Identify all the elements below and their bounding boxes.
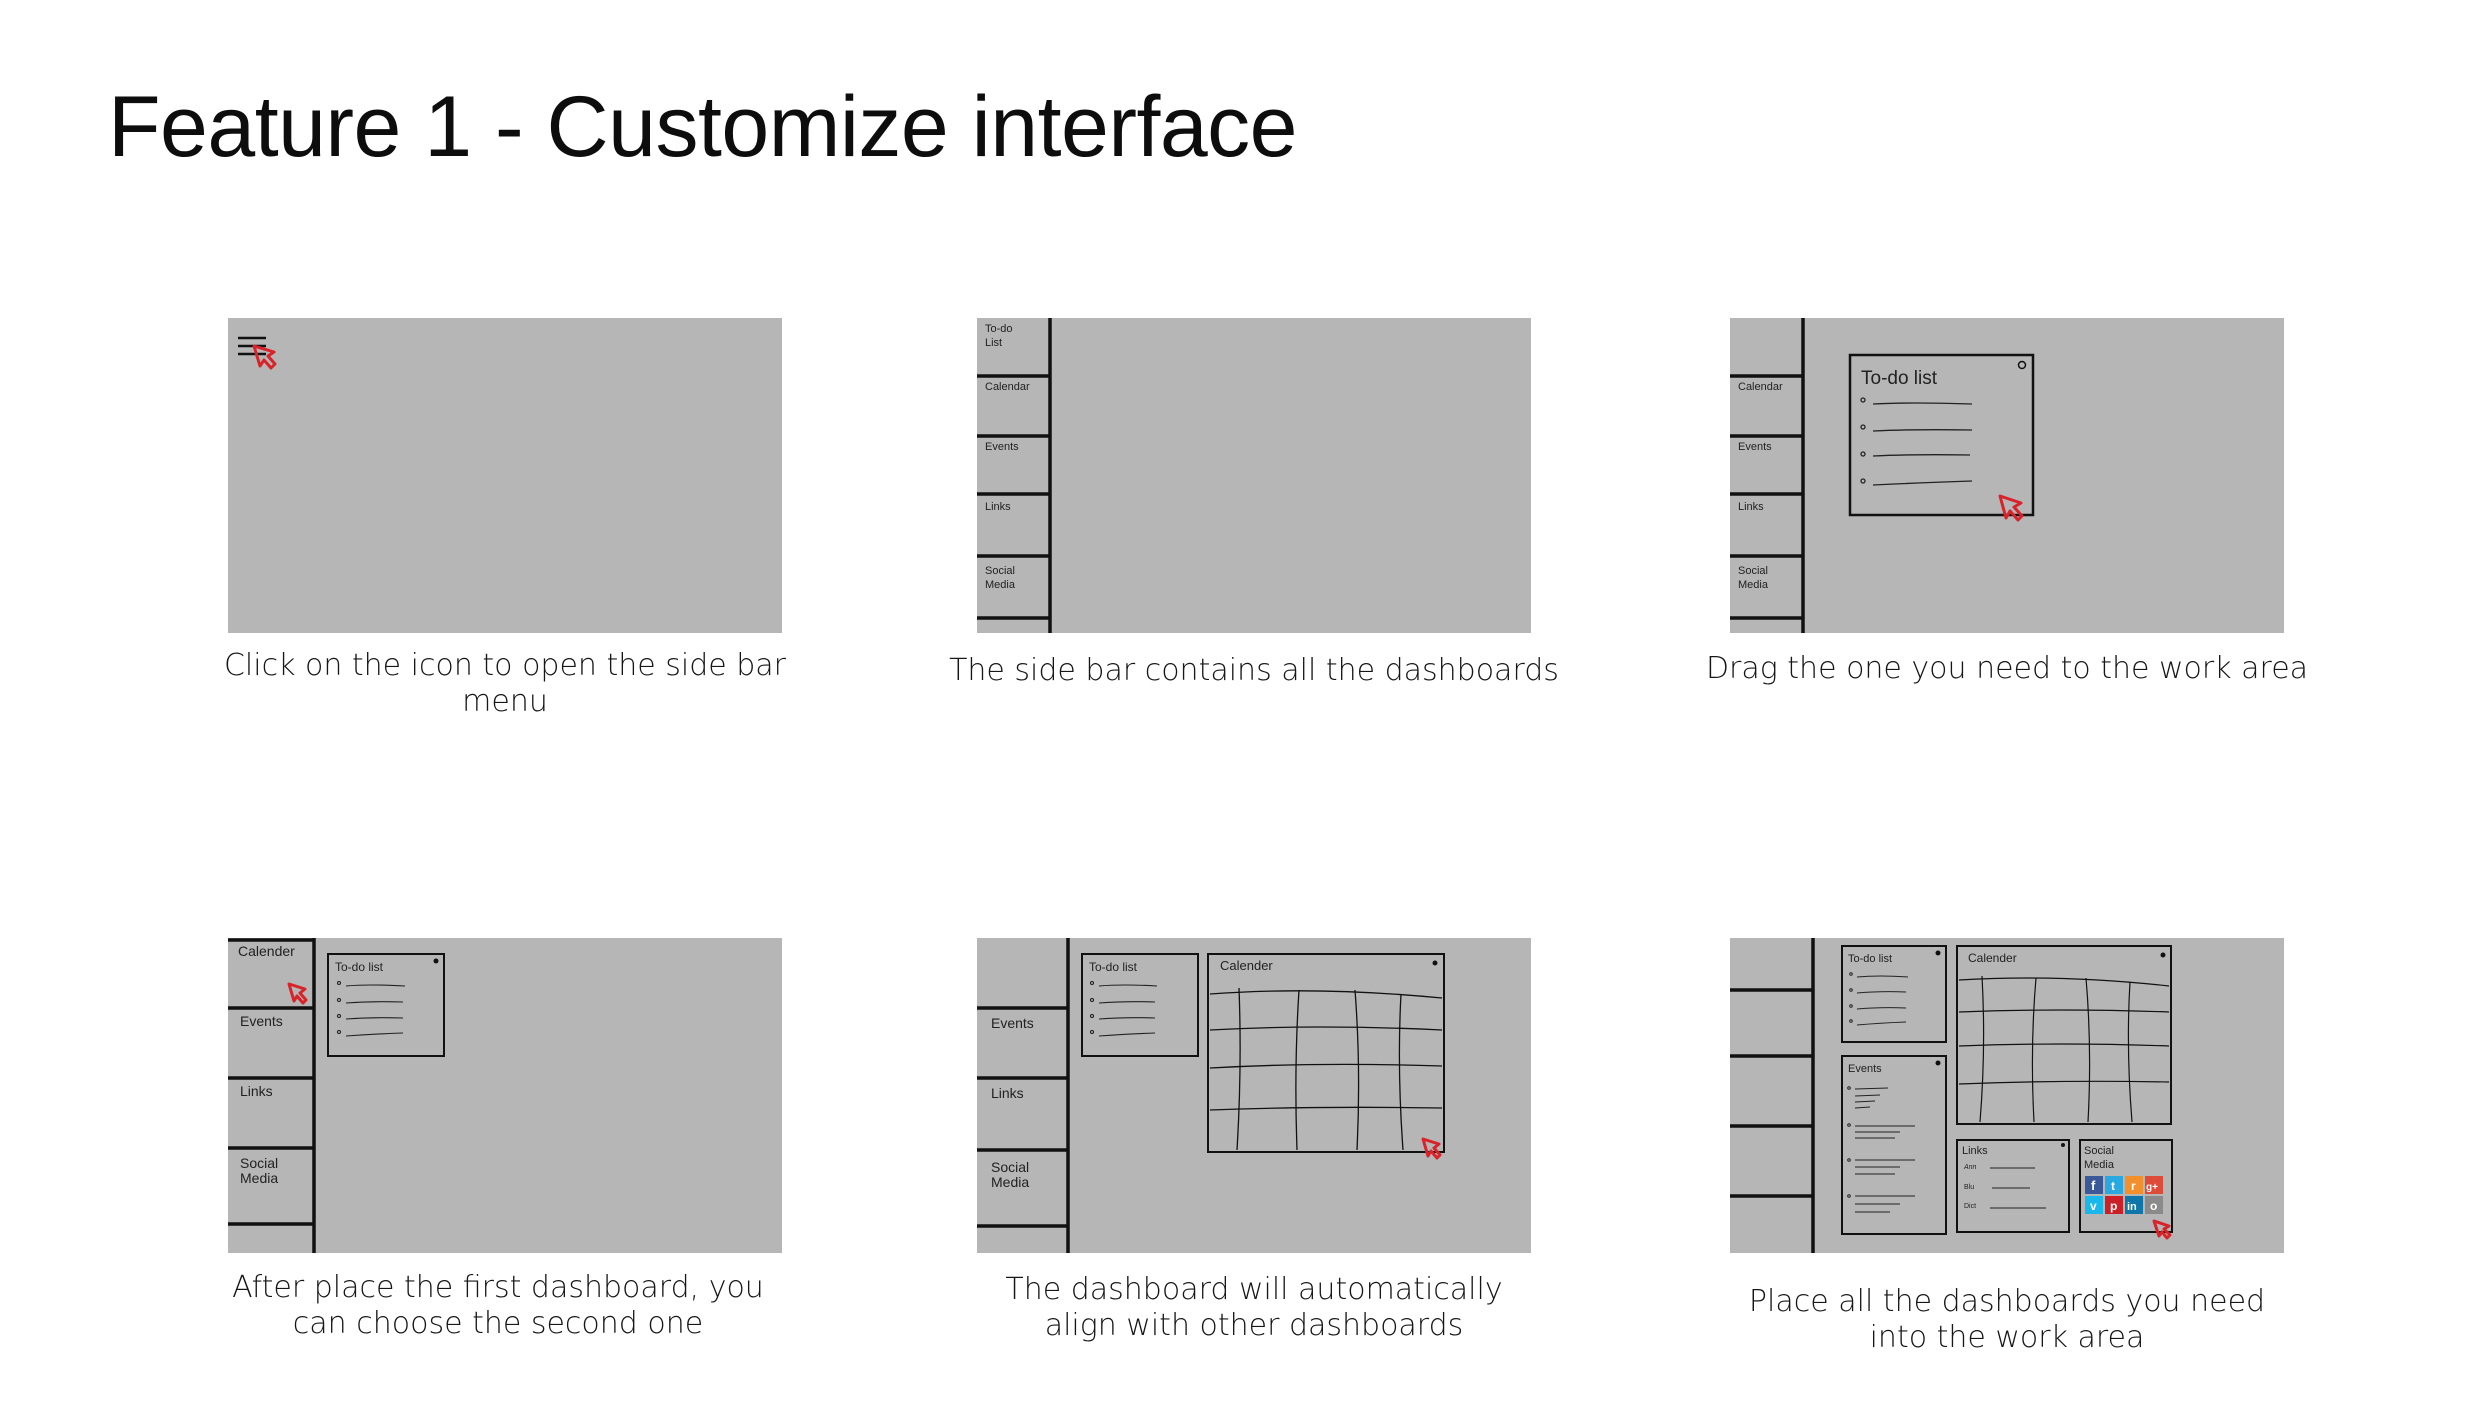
- sidebar-menu: [977, 318, 1052, 633]
- links-widget[interactable]: Links Ann Blu Dict: [1956, 1139, 2070, 1233]
- svg-text:o: o: [2150, 1199, 2157, 1213]
- linkedin-icon[interactable]: [2125, 1196, 2143, 1214]
- sidebar-item-links[interactable]: Links: [991, 1085, 1024, 1101]
- svg-text:t: t: [2111, 1179, 2115, 1193]
- sidebar-item-links[interactable]: Links: [1738, 501, 1764, 513]
- sidebar-item-links[interactable]: Links: [240, 1083, 273, 1099]
- cursor-hand-icon: [1998, 494, 2024, 522]
- panel-2-drawing: To-do List Calendar Events Links Social …: [977, 318, 1052, 633]
- links-widget-title: Links: [1962, 1145, 1988, 1157]
- todo-widget[interactable]: To-do list: [1841, 945, 1947, 1043]
- todo-widget-title: To-do list: [1089, 960, 1138, 974]
- sidebar-item-social[interactable]: Social: [1738, 565, 1768, 577]
- svg-text:g+: g+: [2146, 1182, 2158, 1193]
- todo-widget[interactable]: To-do list: [1081, 953, 1199, 1057]
- sidebar-item-social[interactable]: Social: [991, 1159, 1029, 1175]
- social-media-widget[interactable]: Social Media f t r g+ v p in o: [2079, 1139, 2173, 1233]
- cursor-hand-icon: [252, 344, 277, 370]
- sidebar-item-calendar[interactable]: Calendar: [985, 381, 1030, 393]
- svg-text:r: r: [2131, 1179, 2136, 1193]
- sidebar-item-events[interactable]: Events: [991, 1015, 1034, 1031]
- panel-5-drawing: Events Links Social Media To-do list Cal…: [977, 938, 1445, 1253]
- panel-6-mockup: To-do list Calender: [1730, 938, 2284, 1253]
- sidebar-item-social-line2: Media: [985, 579, 1016, 591]
- page-title: Feature 1 - Customize interface: [108, 79, 1298, 175]
- panel-3-mockup: Calendar Events Links Social Media To-do…: [1730, 318, 2284, 633]
- todo-widget-title: To-do list: [1848, 953, 1892, 965]
- sidebar-item-social-line2: Media: [240, 1170, 278, 1186]
- sidebar-menu: [977, 938, 1070, 1253]
- social-icons: f t r g+ v p in o: [2085, 1176, 2163, 1214]
- panel-1-caption: Click on the icon to open the side bar m…: [223, 648, 787, 719]
- calendar-grid: [1958, 975, 2170, 1123]
- sidebar-item-calendar[interactable]: Calender: [238, 943, 295, 959]
- panel-1-drawing: [238, 336, 277, 370]
- calendar-grid: [1209, 987, 1443, 1151]
- events-widget-title: Events: [1848, 1063, 1882, 1075]
- svg-text:f: f: [2091, 1178, 2096, 1193]
- instagram-icon[interactable]: [2145, 1196, 2163, 1214]
- calendar-widget-title: Calender: [1968, 951, 2017, 965]
- svg-text:p: p: [2110, 1199, 2117, 1213]
- sidebar-menu: [1730, 318, 1805, 633]
- calendar-widget-title: Calender: [1220, 958, 1273, 973]
- svg-text:in: in: [2127, 1201, 2137, 1213]
- sidebar-item-social-line2: Media: [991, 1174, 1029, 1190]
- todo-widget[interactable]: To-do list: [1848, 353, 2035, 517]
- panel-2-mockup: To-do List Calendar Events Links Social …: [977, 318, 1531, 633]
- sidebar-item-links[interactable]: Links: [985, 501, 1011, 513]
- sidebar-item-events[interactable]: Events: [985, 441, 1019, 453]
- panel-5-caption: The dashboard will automatically align w…: [1005, 1272, 1503, 1343]
- sidebar-item-todo[interactable]: To-do: [985, 323, 1013, 335]
- close-icon[interactable]: [2017, 360, 2027, 370]
- calendar-widget[interactable]: Calender: [1207, 953, 1445, 1153]
- calendar-widget[interactable]: Calender: [1956, 945, 2172, 1125]
- svg-text:v: v: [2090, 1199, 2097, 1213]
- sidebar-item-events[interactable]: Events: [240, 1013, 283, 1029]
- facebook-icon[interactable]: [2085, 1176, 2103, 1194]
- hamburger-menu-icon[interactable]: [238, 336, 266, 356]
- social-media-widget-title: Social: [2084, 1145, 2114, 1157]
- sidebar-item-todo-line2: List: [985, 337, 1002, 349]
- panel-4-caption: After place the first dashboard, you can…: [232, 1270, 764, 1341]
- sidebar-menu: [1730, 938, 1815, 1253]
- events-widget[interactable]: Events: [1841, 1055, 1947, 1235]
- cursor-hand-icon: [1421, 1137, 1442, 1160]
- twitter-icon[interactable]: [2105, 1176, 2123, 1194]
- link-item[interactable]: Blu: [1964, 1184, 1974, 1191]
- cursor-hand-icon: [2152, 1219, 2172, 1240]
- panel-6-drawing: To-do list Calender: [1730, 938, 2173, 1253]
- panel-4-drawing: Calender Events Links Social Media To-do…: [228, 938, 445, 1253]
- cursor-hand-icon: [287, 982, 308, 1005]
- panel-2-caption: The side bar contains all the dashboards: [949, 653, 1559, 688]
- link-item[interactable]: Dict: [1964, 1203, 1976, 1210]
- link-item[interactable]: Ann: [1963, 1164, 1977, 1171]
- panel-6-caption: Place all the dashboards you need into t…: [1748, 1284, 2266, 1355]
- sidebar-item-calendar[interactable]: Calendar: [1738, 381, 1783, 393]
- sidebar-item-social[interactable]: Social: [985, 565, 1015, 577]
- social-media-widget-title-line2: Media: [2084, 1159, 2115, 1171]
- todo-widget-title: To-do list: [1861, 368, 1938, 389]
- sidebar-item-social-line2: Media: [1738, 579, 1769, 591]
- vimeo-icon[interactable]: [2085, 1196, 2103, 1214]
- sidebar-item-social[interactable]: Social: [240, 1155, 278, 1171]
- panel-3-caption: Drag the one you need to the work area: [1705, 651, 2309, 686]
- pinterest-icon[interactable]: [2105, 1196, 2123, 1214]
- panel-5-mockup: Events Links Social Media To-do list Cal…: [977, 938, 1531, 1253]
- panel-3-drawing: Calendar Events Links Social Media To-do…: [1730, 318, 2035, 633]
- sidebar-item-events[interactable]: Events: [1738, 441, 1772, 453]
- todo-widget[interactable]: To-do list: [327, 953, 445, 1057]
- panel-4-mockup: Calender Events Links Social Media To-do…: [228, 938, 782, 1253]
- sidebar-menu: [228, 938, 316, 1253]
- todo-widget-title: To-do list: [335, 960, 384, 974]
- panel-1-mockup: [228, 318, 782, 633]
- rss-icon[interactable]: [2125, 1176, 2143, 1194]
- google-plus-icon[interactable]: [2145, 1176, 2163, 1194]
